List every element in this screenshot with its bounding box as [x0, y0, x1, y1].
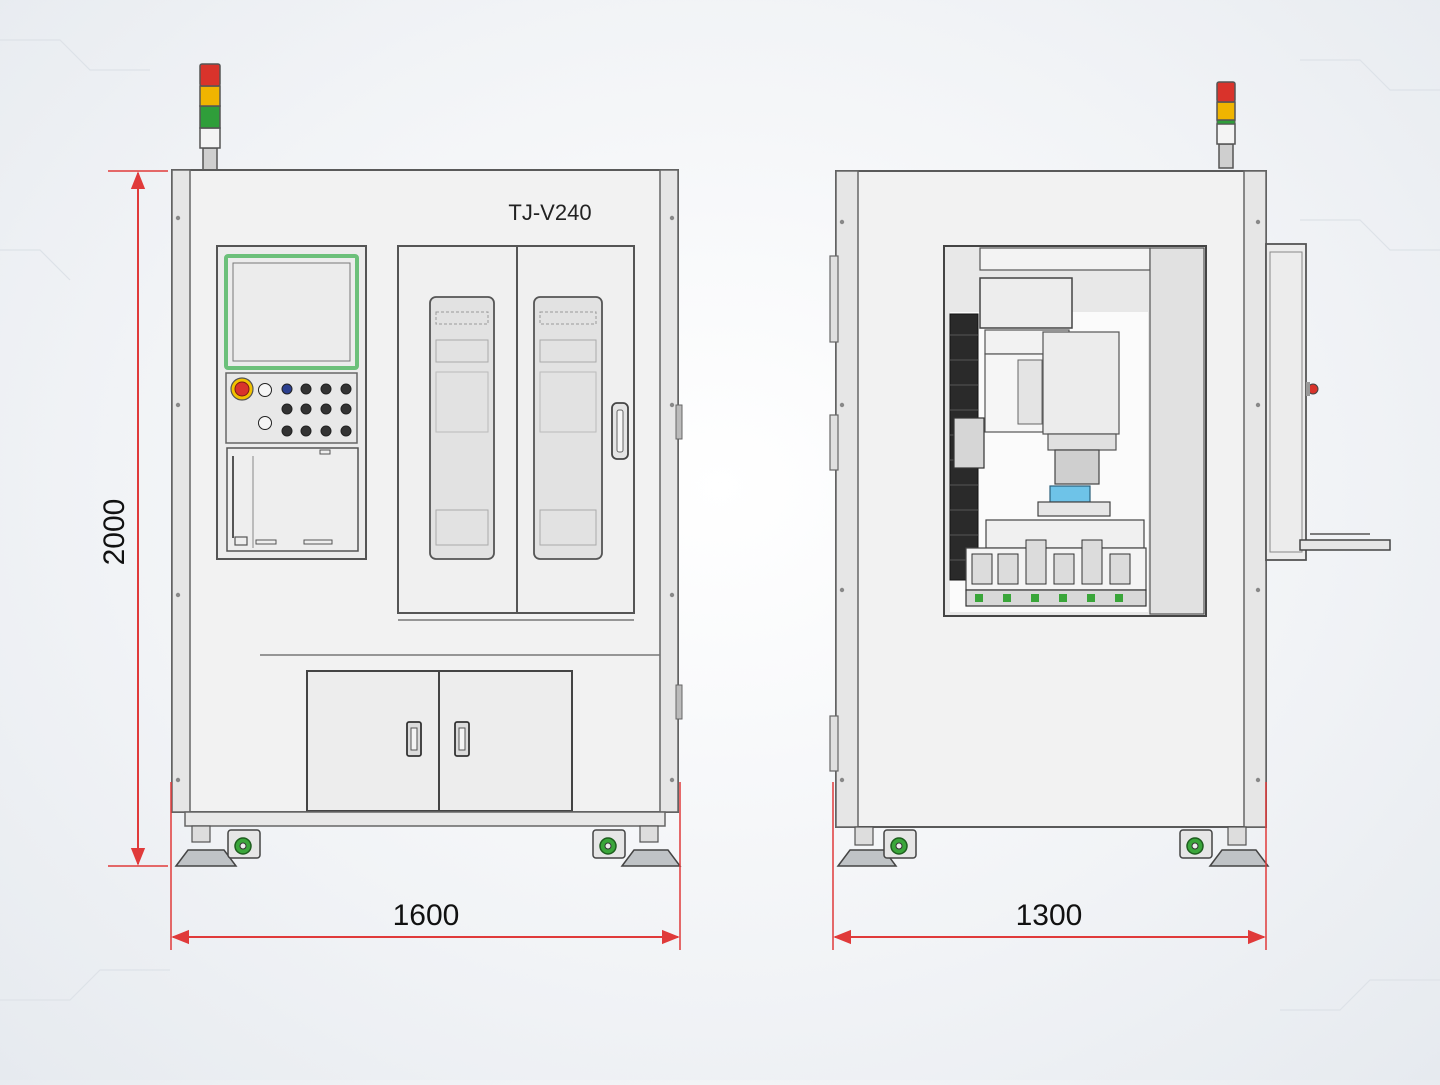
- front-feet: [174, 825, 682, 867]
- lower-cabinet: [306, 670, 573, 812]
- signal-tower-icon: [199, 63, 221, 171]
- panel-buttons: [258, 383, 352, 437]
- model-label: TJ-V240: [508, 200, 591, 225]
- machine-interior: [943, 245, 1207, 617]
- emergency-stop-icon: [230, 377, 254, 401]
- front-view: TJ-V240: [171, 63, 683, 867]
- side-view: [829, 81, 1391, 867]
- control-panel: [216, 245, 367, 560]
- hmi-screen: [224, 254, 359, 370]
- side-feet: [836, 826, 1270, 867]
- side-control-box: [1265, 243, 1391, 561]
- front-width-label: 1600: [393, 899, 460, 932]
- height-dimension: 2000: [98, 170, 168, 867]
- front-width-dimension: 1600: [170, 782, 681, 950]
- height-dimension-label: 2000: [98, 499, 131, 566]
- side-depth-label: 1300: [1016, 899, 1083, 932]
- background-circuit-lines: [0, 39, 1440, 1011]
- signal-tower-icon: [1216, 81, 1236, 169]
- workpiece: [1049, 485, 1091, 503]
- front-doors: [397, 245, 635, 621]
- side-depth-dimension: 1300: [832, 782, 1267, 950]
